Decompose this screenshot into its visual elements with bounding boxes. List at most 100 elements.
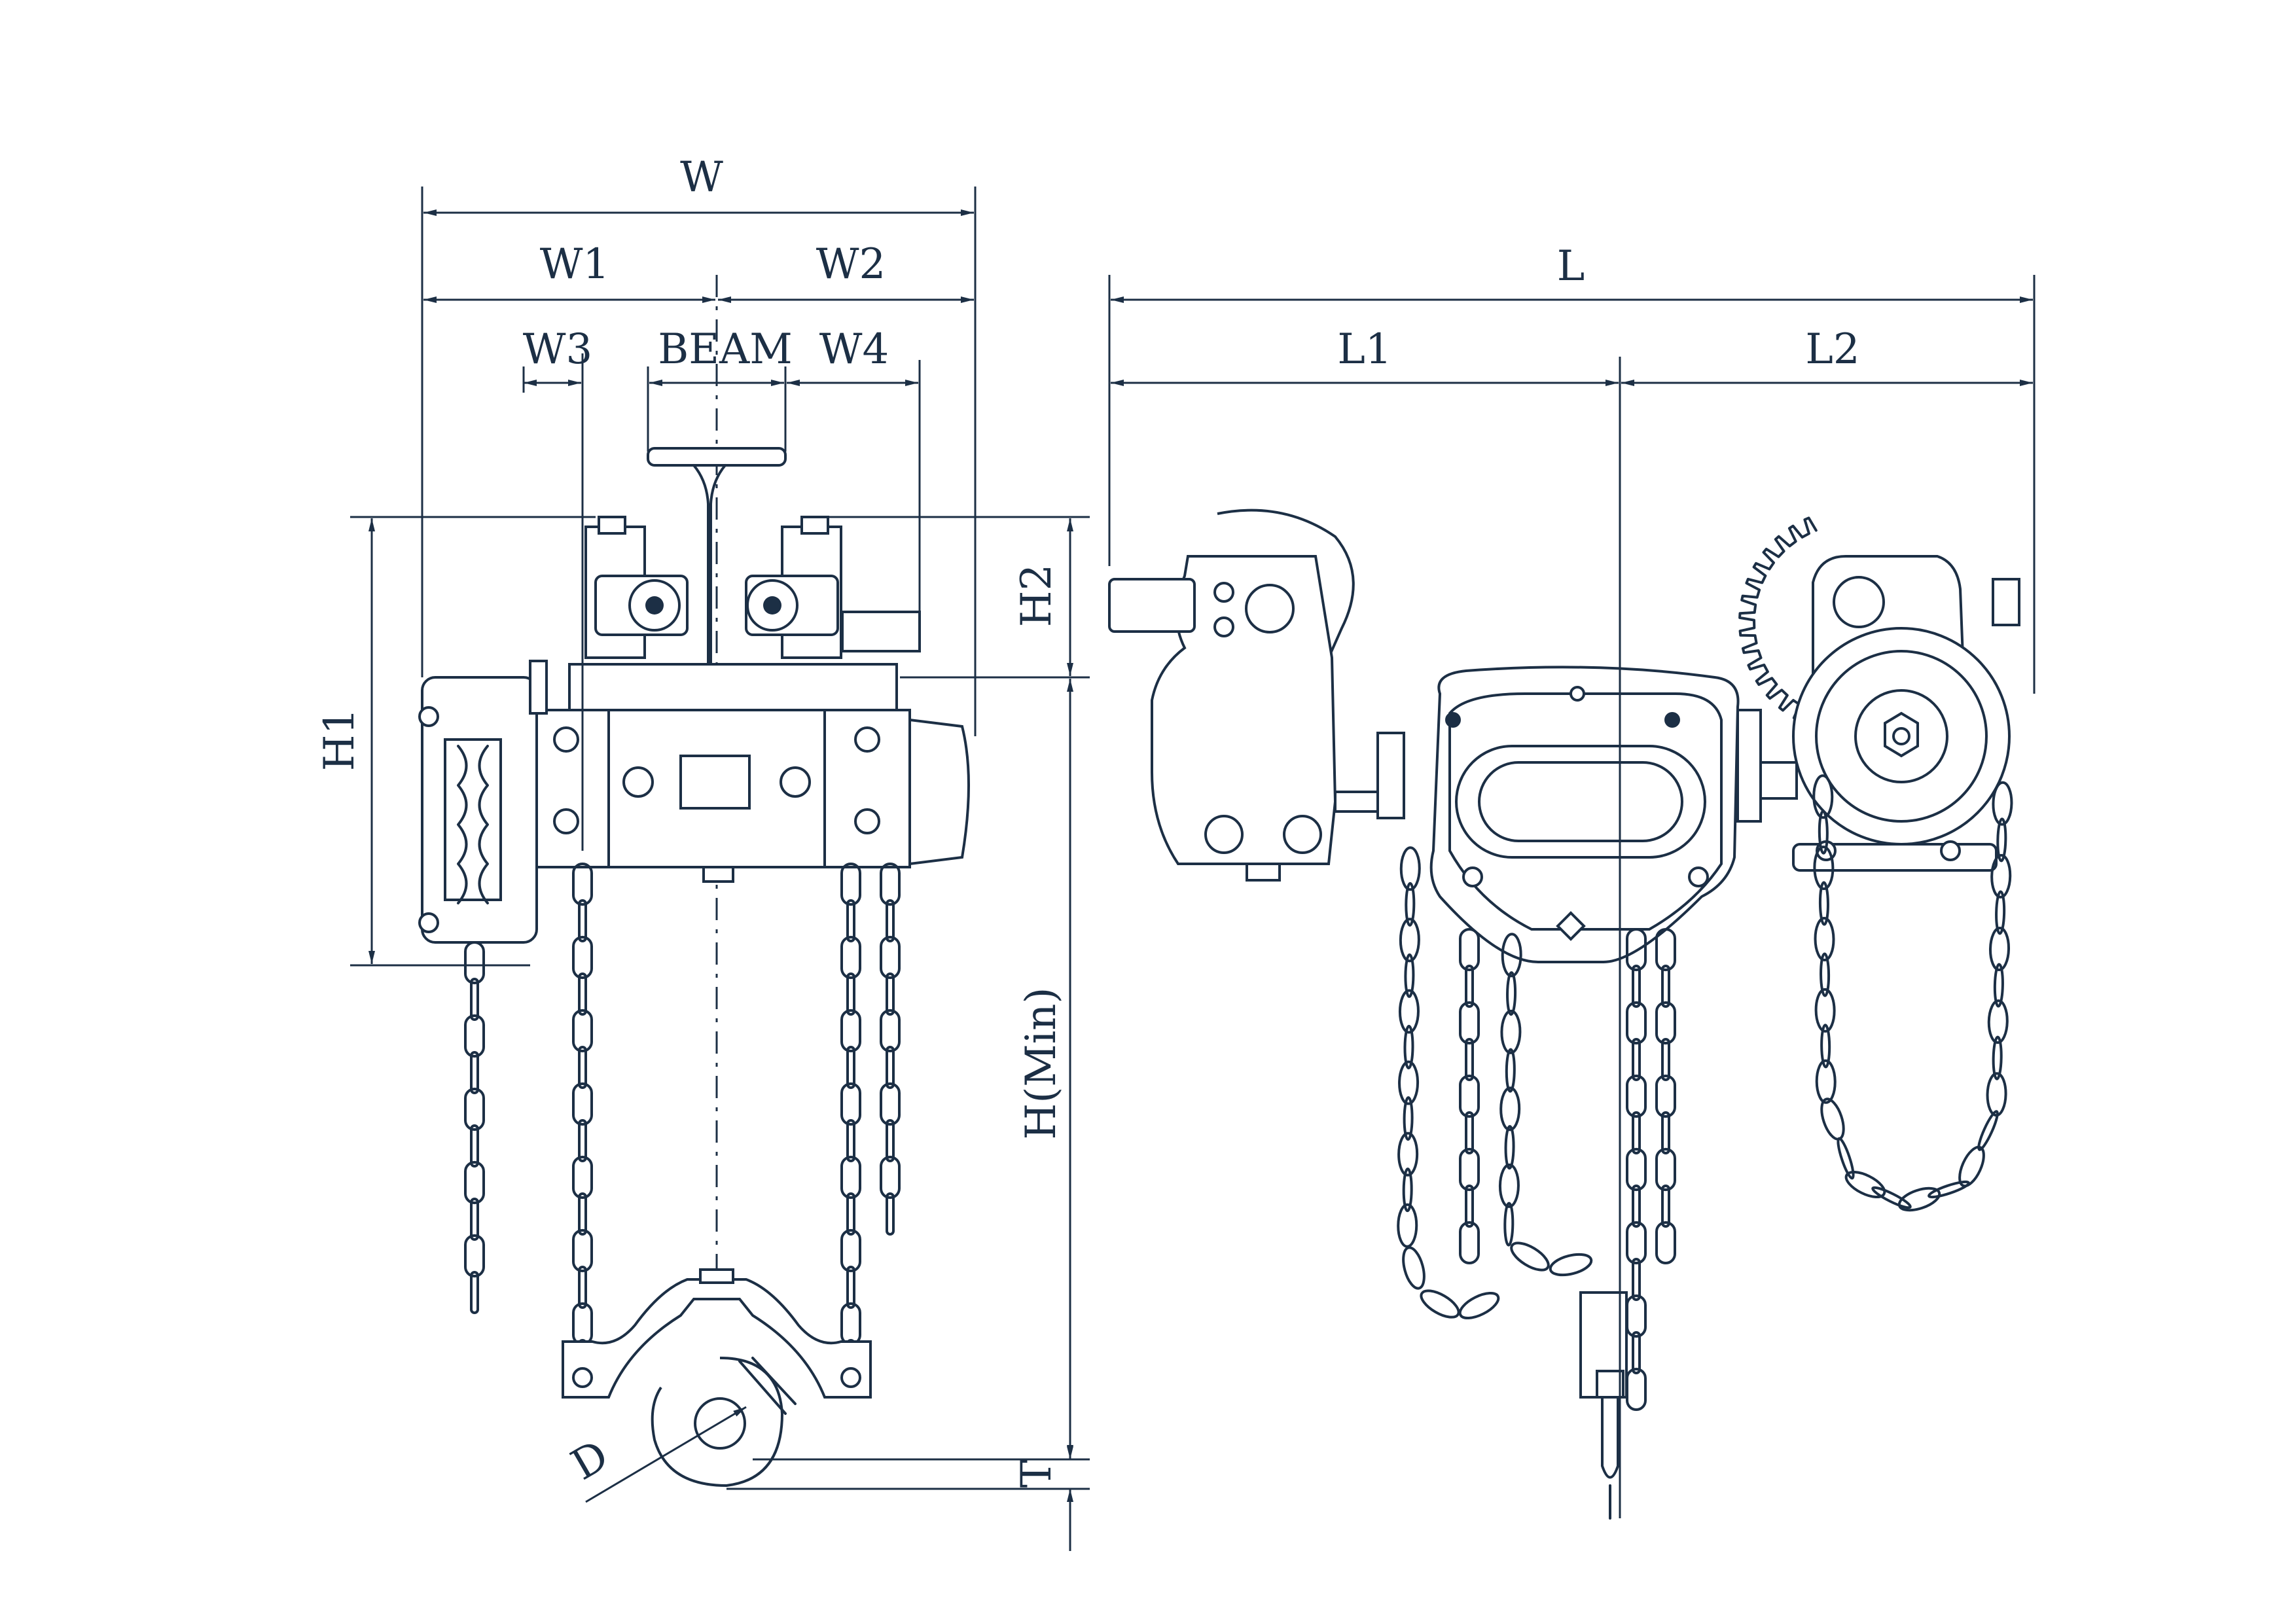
- chain-link: [846, 1266, 855, 1309]
- chain-link: [1661, 965, 1670, 1008]
- front-dimensions: [350, 187, 1090, 1551]
- label-w2: W2: [816, 240, 886, 289]
- chain-link: [886, 972, 895, 1016]
- chain-link: [572, 1156, 593, 1199]
- chain-link: [470, 1198, 479, 1241]
- chain-link: [470, 1124, 479, 1168]
- label-l: L: [1557, 242, 1585, 291]
- chain-link: [1655, 1075, 1676, 1118]
- chain-link: [470, 978, 479, 1021]
- chain-link: [886, 1119, 895, 1162]
- chain-link: [840, 936, 861, 979]
- chain-link: [572, 1009, 593, 1052]
- chain-link: [846, 972, 855, 1016]
- label-d: D: [564, 1431, 617, 1490]
- chain-link: [1813, 846, 1835, 891]
- chain-link: [1993, 963, 2004, 1008]
- hand-chain-front: [464, 941, 485, 1314]
- trolley-wheel-left: [594, 575, 689, 636]
- chain-link: [1420, 1289, 1460, 1319]
- chain-link: [572, 936, 593, 979]
- chain-link: [470, 1051, 479, 1094]
- chain-link: [1397, 1132, 1419, 1177]
- chain-link: [840, 863, 861, 906]
- hand-chain-side-left: [1397, 846, 1500, 1320]
- label-h2: H2: [1013, 564, 1061, 628]
- front-view: W W1 W2 W3 BEAM W4 H1 H2 H(Min) T D: [315, 153, 1090, 1551]
- chain-link: [886, 899, 895, 942]
- label-t: T: [1013, 1459, 1061, 1488]
- load-chain-side-b: [1498, 933, 1593, 1277]
- chain-link: [1499, 1086, 1521, 1132]
- label-l2: L2: [1805, 325, 1859, 374]
- chain-link: [1498, 1163, 1520, 1208]
- chain-link: [840, 1082, 861, 1126]
- chain-link: [1404, 953, 1415, 998]
- chain-link: [1820, 1024, 1831, 1069]
- side-view: L L1 L2: [1108, 242, 2036, 1520]
- chain-link: [886, 1192, 895, 1236]
- chain-link: [578, 1266, 587, 1309]
- chain-link: [464, 941, 485, 984]
- label-h-min: H(Min): [1017, 988, 1066, 1140]
- chain-link: [1992, 1035, 2003, 1080]
- chain-link: [464, 1088, 485, 1131]
- chain-link: [1459, 1148, 1480, 1191]
- chain-link: [1661, 1111, 1670, 1154]
- chain-link: [578, 899, 587, 942]
- label-l1: L1: [1337, 325, 1391, 374]
- chain-link: [1632, 1185, 1641, 1228]
- chain-link: [840, 1229, 861, 1272]
- chain-link: [1626, 928, 1647, 971]
- label-h1: H1: [315, 708, 364, 772]
- hand-chain-front-right: [880, 863, 901, 1236]
- chain-link: [1977, 1110, 1999, 1151]
- chain-link: [1459, 1001, 1480, 1044]
- chain-link: [1871, 1186, 1912, 1209]
- chain-link: [1837, 1137, 1855, 1180]
- trolley-chain-loop: [1812, 774, 2013, 1212]
- chain-link: [886, 1046, 895, 1089]
- chain-link: [1459, 1075, 1480, 1118]
- load-chain-side-a: [1459, 928, 1480, 1264]
- trolley-gear-housing: [1108, 508, 1395, 882]
- chain-link: [572, 1302, 593, 1346]
- chain-link: [840, 1156, 861, 1199]
- chain-link: [880, 1009, 901, 1052]
- chain-link: [1397, 1203, 1418, 1248]
- chain-link: [1814, 988, 1836, 1033]
- label-w4: W4: [819, 325, 889, 374]
- chain-link: [1398, 1060, 1420, 1105]
- chain-link: [578, 1046, 587, 1089]
- chain-link: [1820, 952, 1831, 997]
- chain-link: [1812, 774, 1834, 819]
- chain-link: [1995, 890, 2006, 935]
- side-dimensions: [1108, 275, 2036, 1518]
- dim-d-line: [585, 1406, 747, 1503]
- chain-link: [1626, 1001, 1647, 1044]
- chain-link: [846, 1192, 855, 1236]
- chain-link: [1403, 1096, 1414, 1141]
- chain-link: [1500, 1009, 1522, 1054]
- chain-link: [1661, 1038, 1670, 1081]
- chain-link: [464, 1161, 485, 1204]
- chain-link: [1504, 1125, 1515, 1170]
- bottom-hook-block: [562, 1268, 872, 1488]
- chain-link: [1632, 965, 1641, 1008]
- hoist-body-front: [522, 663, 970, 883]
- chain-link: [572, 863, 593, 906]
- chain-link: [1506, 971, 1517, 1016]
- chain-link: [840, 1009, 861, 1052]
- chain-link: [1459, 928, 1480, 971]
- label-w: W: [680, 153, 723, 202]
- chain-link: [1403, 1025, 1414, 1069]
- chain-link: [880, 1082, 901, 1126]
- chain-link: [578, 1192, 587, 1236]
- hoist-body-side: [1376, 666, 1798, 963]
- load-chain-side-center: [1626, 928, 1676, 1411]
- chain-link: [572, 1229, 593, 1272]
- chain-link: [880, 936, 901, 979]
- hook-side: [1579, 1291, 1628, 1520]
- label-w3: W3: [523, 325, 593, 374]
- chain-link: [880, 1156, 901, 1199]
